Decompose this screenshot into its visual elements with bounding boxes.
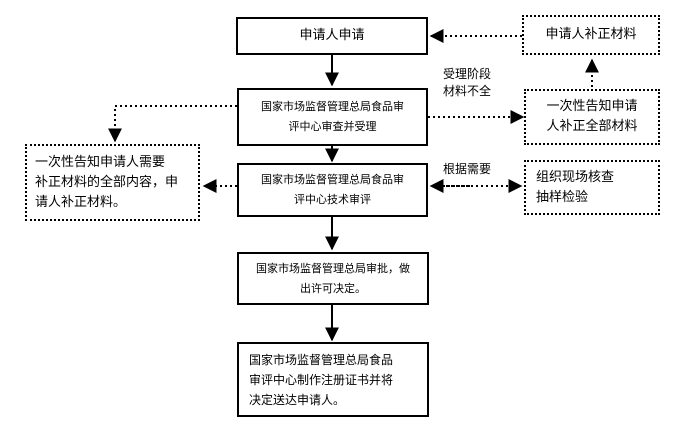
label-as-needed: 根据需要 [443, 162, 492, 176]
node-onsite-check-text: 组织现场核查 抽样检验 [536, 169, 615, 205]
node-applicant-apply: 申请人申请 [236, 17, 428, 55]
node-onsite-check: 组织现场核查 抽样检验 [524, 160, 660, 215]
node-certificate-text: 国家市场监督管理总局食品 审评中心制作注册证书并将 决定送达申请人。 [249, 352, 394, 407]
arrow-accept-to-notify-left [108, 105, 237, 143]
node-notify-all-left-text: 一次性告知申请人需要 补正材料的全部内容，申 请人补正材料。 [35, 154, 179, 210]
node-notify-all-right: 一次性告知申请 人补正全部材料 [524, 89, 660, 145]
node-notify-all-left: 一次性告知申请人需要 补正材料的全部内容，申 请人补正材料。 [25, 144, 200, 221]
node-applicant-supplement-text: 申请人补正材料 [545, 27, 637, 42]
node-notify-all-right-text: 一次性告知申请 人补正全部材料 [546, 99, 638, 134]
node-tech-review: 国家市场监督管理总局食品审 评中心技术审评 [237, 163, 428, 217]
label-incomplete: 受理阶段 材料不全 [443, 67, 492, 98]
node-applicant-apply-text: 申请人申请 [299, 28, 365, 43]
node-approval: 国家市场监督管理总局审批，做 出许可决定。 [237, 252, 429, 305]
node-tech-review-text: 国家市场监督管理总局食品审 评中心技术审评 [261, 173, 404, 206]
node-accept-review: 国家市场监督管理总局食品审 评中心审查并受理 [237, 88, 428, 146]
node-accept-review-text: 国家市场监督管理总局食品审 评中心审查并受理 [261, 100, 404, 133]
node-approval-text: 国家市场监督管理总局审批，做 出许可决定。 [256, 261, 410, 295]
node-certificate: 国家市场监督管理总局食品 审评中心制作注册证书并将 决定送达申请人。 [237, 342, 429, 417]
node-applicant-supplement: 申请人补正材料 [522, 15, 660, 55]
